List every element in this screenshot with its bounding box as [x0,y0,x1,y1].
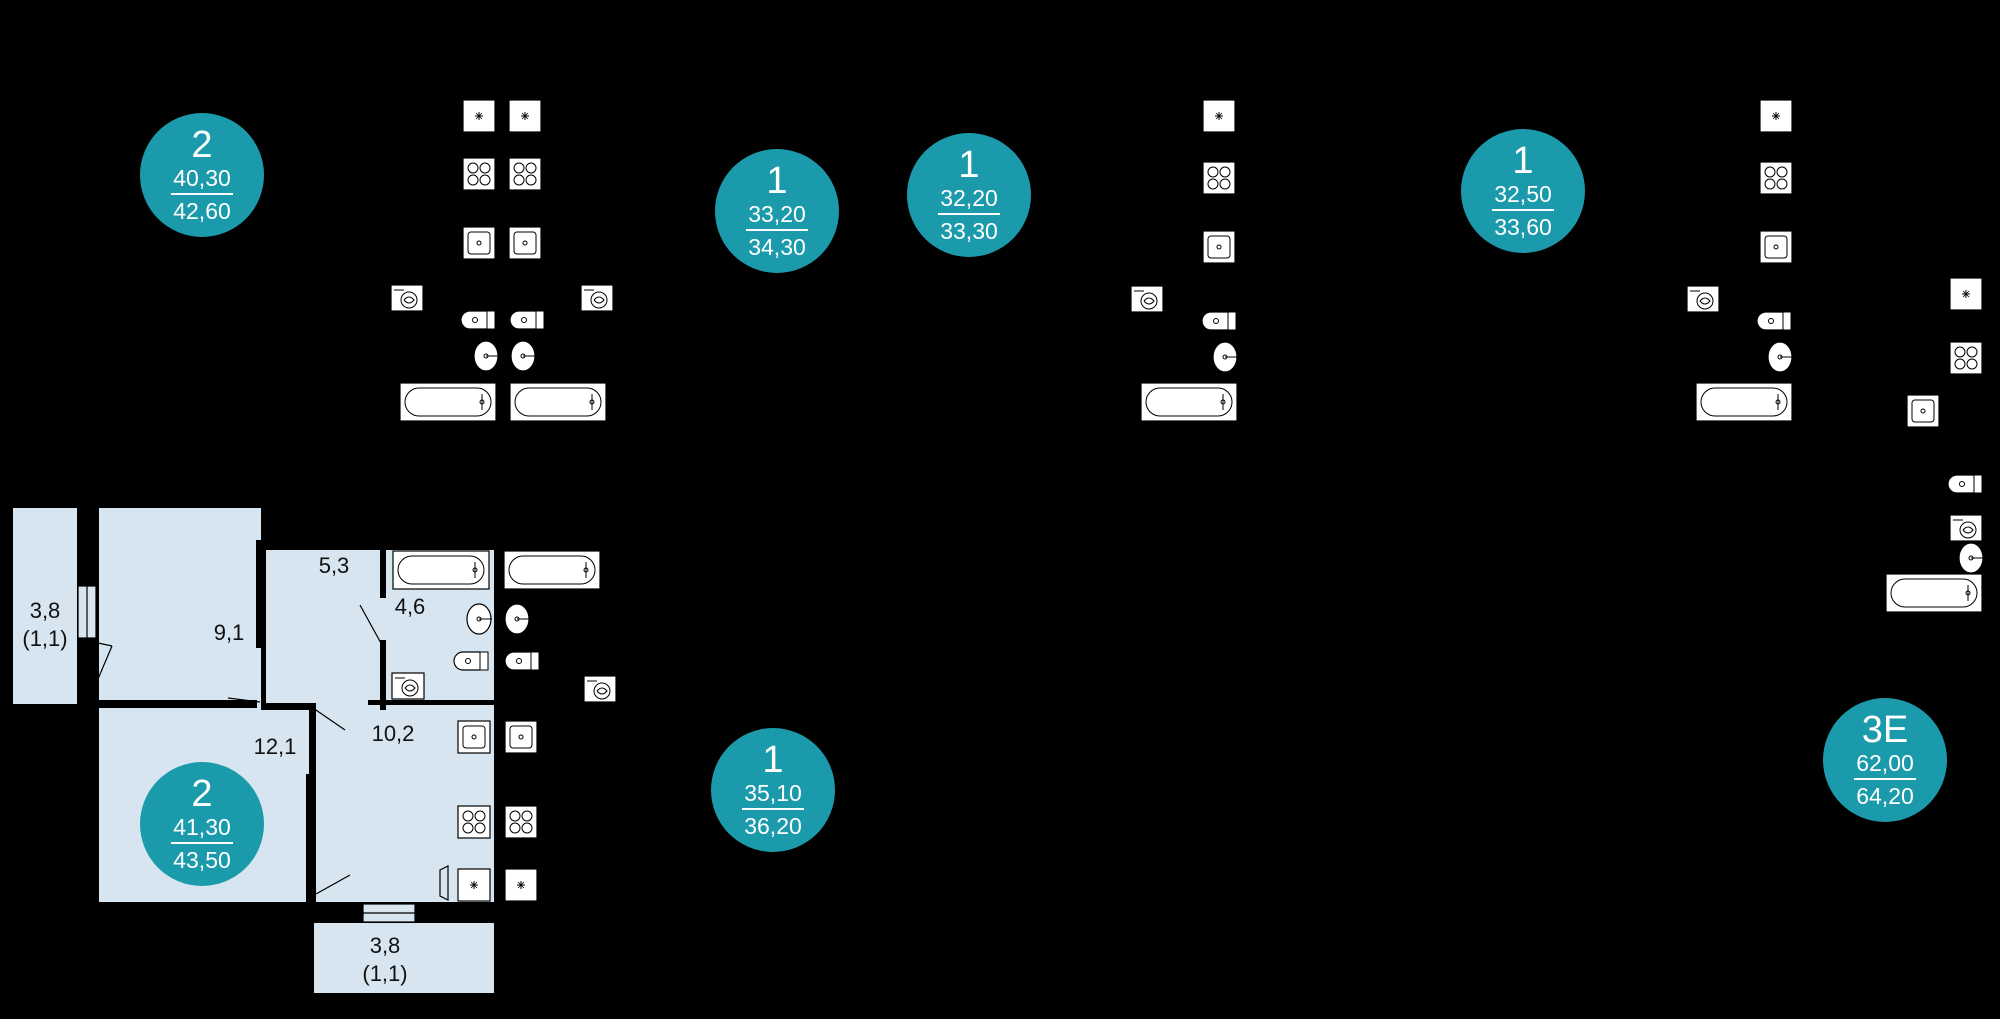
badge-area-total: 64,20 [1856,782,1914,809]
badge-area-total: 34,30 [748,233,806,260]
badge-area-living: 40,30 [171,165,233,195]
badge-area-total: 43,50 [173,846,231,873]
badge-area-living: 41,30 [171,814,233,844]
badge-rooms: 1 [958,143,980,186]
room-label-hall-5-3: 5,3 [318,553,350,578]
room-label-room-12-1: 12,1 [253,734,297,759]
apartment-badge-2[interactable]: 1 33,20 34,30 [715,149,839,273]
badge-area-living: 35,10 [742,780,804,810]
doors [77,585,449,923]
apartment-badge-1[interactable]: 2 40,30 42,60 [140,113,264,237]
fixtures-plan-1 [390,99,614,422]
badge-rooms: 3Е [1861,708,1909,751]
apartment-badge-6[interactable]: 1 35,10 36,20 [711,728,835,852]
badge-rooms: 2 [191,123,213,166]
badge-area-total: 33,60 [1494,213,1552,240]
badge-rooms: 1 [766,159,788,202]
fixtures-plan-4 [1686,99,1794,422]
room-label-bath-4-6: 4,6 [394,594,426,619]
badge-rooms: 1 [762,738,784,781]
badge-area-living: 32,50 [1492,181,1554,211]
badge-area-total: 36,20 [744,812,802,839]
room-label-balcony-left: 3,8 (1,1) [22,598,68,651]
badge-rooms: 2 [191,772,213,815]
room-label-balcony-bottom: 3,8 (1,1) [362,933,408,986]
badge-area-total: 42,60 [173,197,231,224]
badge-area-living: 62,00 [1854,750,1916,780]
badge-area-total: 33,30 [940,217,998,244]
apartment-badge-4[interactable]: 1 32,50 33,60 [1461,129,1585,253]
badge-area-living: 33,20 [746,201,808,231]
room-label-room-9-1: 9,1 [213,620,245,645]
apartment-badge-5[interactable]: 2 41,30 43,50 [140,762,264,886]
badge-area-living: 32,20 [938,185,1000,215]
apartment-badge-7[interactable]: 3Е 62,00 64,20 [1823,698,1947,822]
badge-rooms: 1 [1512,139,1534,182]
apartment-badge-3[interactable]: 1 32,20 33,30 [907,133,1031,257]
fixtures-plan-7 [1885,277,1985,613]
fixtures-plan-3 [1130,99,1239,422]
room-label-kitchen-10-2: 10,2 [371,721,415,746]
